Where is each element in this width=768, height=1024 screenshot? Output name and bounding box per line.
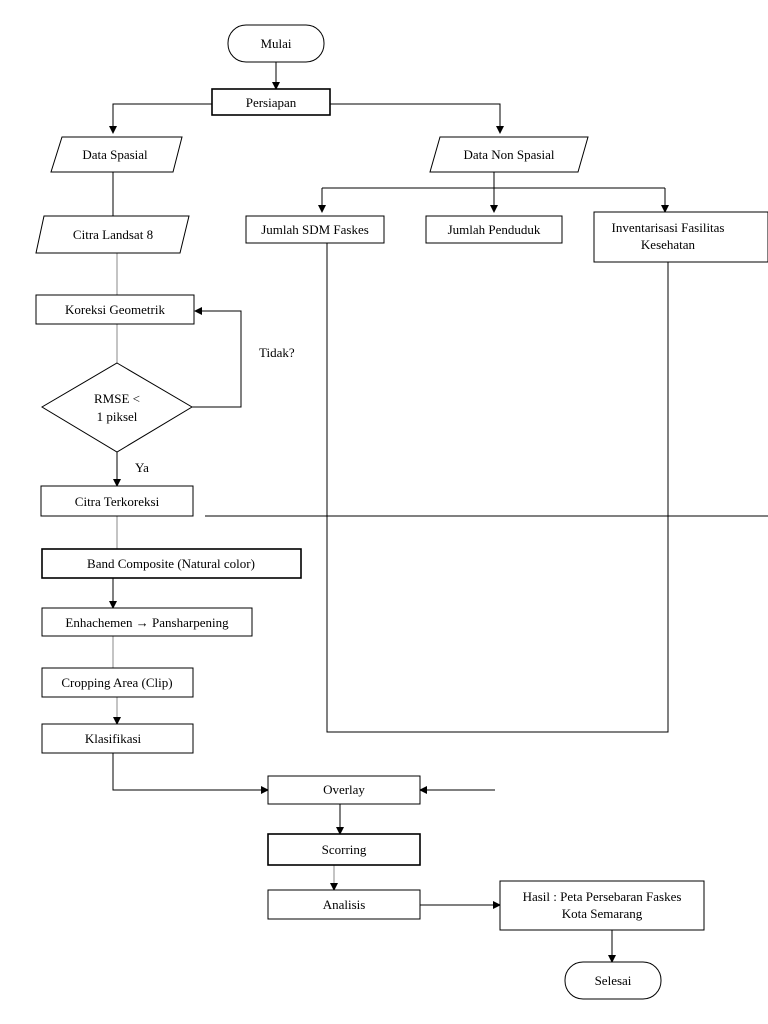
start-label: Mulai	[260, 36, 291, 51]
overlay-label: Overlay	[323, 782, 365, 797]
edge-rmse-no	[192, 307, 242, 408]
citra-landsat-io: Citra Landsat 8	[35, 215, 190, 254]
band-composite-process: Band Composite (Natural color)	[41, 548, 302, 579]
scorring-label: Scorring	[322, 842, 367, 857]
klasifikasi-label: Klasifikasi	[85, 731, 142, 746]
jumlah-penduduk-process: Jumlah Penduduk	[425, 215, 563, 244]
edge-persiapan-data-non-spasial	[330, 103, 504, 134]
koreksi-geometrik-label: Koreksi Geometrik	[65, 302, 166, 317]
data-spasial-label: Data Spasial	[82, 147, 148, 162]
jumlah-penduduk-label: Jumlah Penduduk	[448, 222, 541, 237]
data-non-spasial-label: Data Non Spasial	[464, 147, 555, 162]
scorring-process: Scorring	[267, 833, 421, 866]
persiapan-process: Persiapan	[211, 88, 331, 116]
start-terminator: Mulai	[227, 24, 325, 63]
koreksi-geometrik-process: Koreksi Geometrik	[35, 294, 195, 325]
jumlah-sdm-label: Jumlah SDM Faskes	[261, 222, 369, 237]
data-non-spasial-io: Data Non Spasial	[429, 136, 589, 173]
hasil-process: Hasil : Peta Persebaran Faskes Kota Sema…	[499, 880, 705, 931]
rmse-label-line1: RMSE <	[94, 391, 140, 406]
jumlah-sdm-process: Jumlah SDM Faskes	[245, 215, 385, 244]
rmse-decision: RMSE < 1 piksel	[41, 362, 193, 453]
edge-sdm-down	[326, 243, 669, 733]
analisis-process: Analisis	[267, 889, 421, 920]
band-composite-label: Band Composite (Natural color)	[87, 556, 255, 571]
edge-label-no: Tidak?	[259, 345, 295, 360]
hasil-label-line2: Kota Semarang	[562, 906, 643, 921]
citra-landsat-label: Citra Landsat 8	[73, 227, 153, 242]
data-spasial-io: Data Spasial	[50, 136, 183, 173]
enhancement-label: Enhachemen → Pansharpening	[65, 615, 229, 630]
connectors	[109, 62, 768, 963]
analisis-label: Analisis	[323, 897, 366, 912]
end-label: Selesai	[595, 973, 632, 988]
inventarisasi-process: Inventarisasi Fasilitas Kesehatan	[593, 211, 768, 263]
inventarisasi-label-line2: Kesehatan	[641, 237, 696, 252]
edge-label-yes: Ya	[135, 460, 149, 475]
enhancement-process: Enhachemen → Pansharpening	[41, 607, 253, 637]
citra-terkoreksi-label: Citra Terkoreksi	[75, 494, 160, 509]
edge-klasifikasi-overlay	[112, 753, 269, 794]
citra-terkoreksi-process: Citra Terkoreksi	[40, 485, 194, 517]
hasil-label-line1: Hasil : Peta Persebaran Faskes	[523, 889, 682, 904]
cropping-process: Cropping Area (Clip)	[41, 667, 194, 698]
end-terminator: Selesai	[564, 961, 662, 1000]
persiapan-label: Persiapan	[246, 95, 297, 110]
edge-persiapan-data-spasial	[109, 103, 212, 134]
inventarisasi-label-line1: Inventarisasi Fasilitas	[611, 220, 724, 235]
klasifikasi-process: Klasifikasi	[41, 723, 194, 754]
rmse-label-line2: 1 piksel	[97, 409, 138, 424]
cropping-label: Cropping Area (Clip)	[61, 675, 172, 690]
overlay-process: Overlay	[267, 775, 421, 805]
